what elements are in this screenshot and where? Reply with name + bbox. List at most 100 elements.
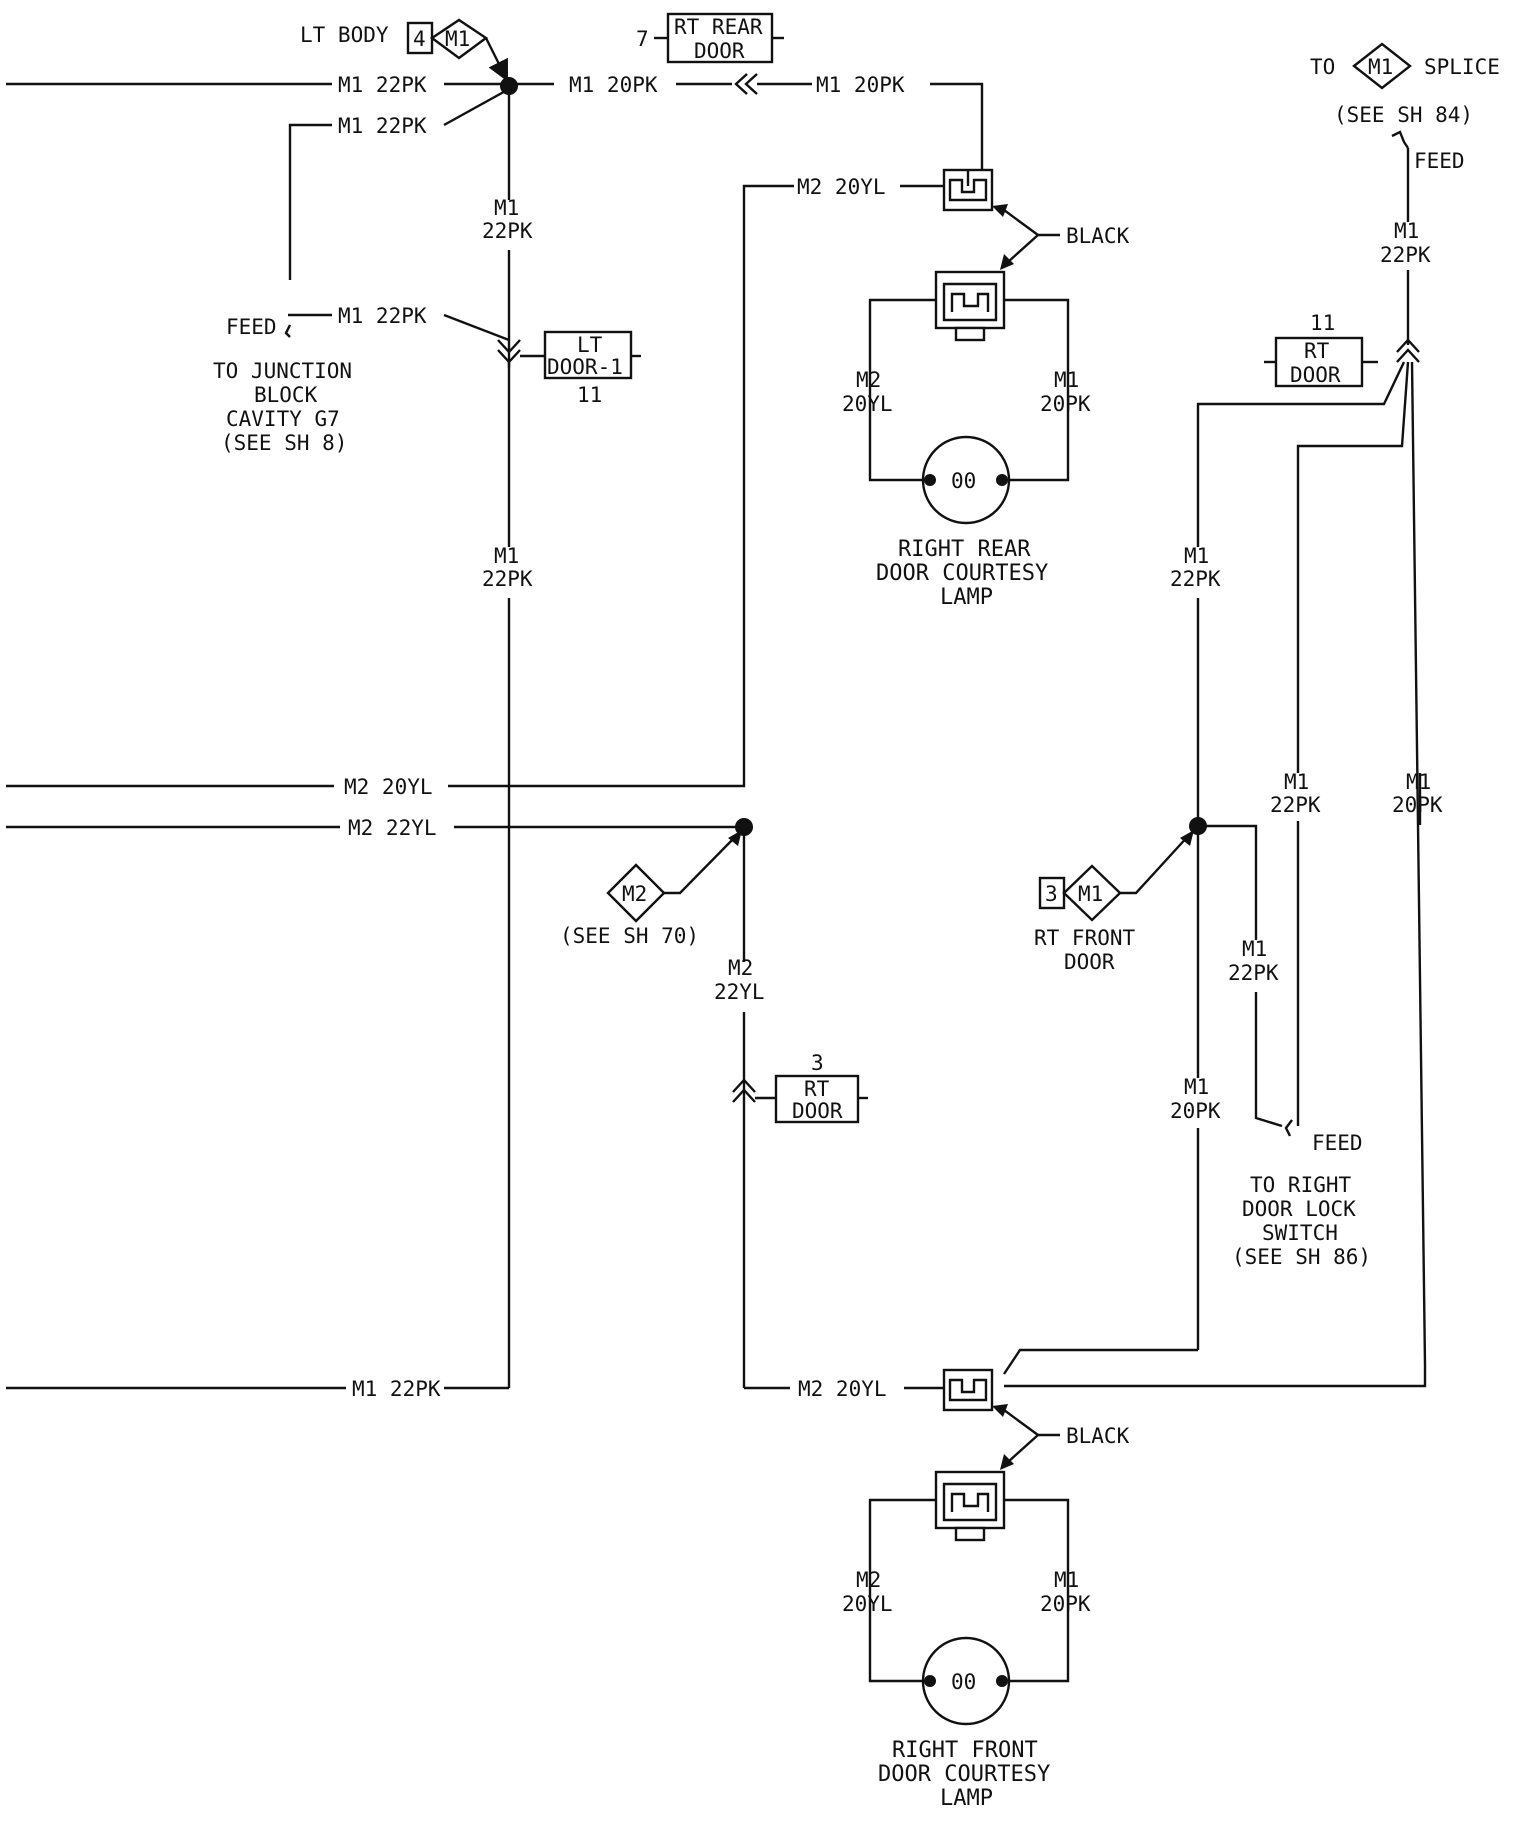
rt-rear-door-wiring: M1 20PK M1 20PK M2 20YL [516,73,984,199]
trunk-label-2a: M1 [494,544,519,568]
front-feed-label-a: M1 [1184,1075,1209,1099]
to-splice-id: M1 [1368,55,1393,79]
wire-label-m2-20yl-rear: M2 20YL [797,175,886,199]
splice-dot-lt-body [500,77,518,95]
trunk-label-1a: M1 [494,196,519,220]
m2-splice: M2 (SEE SH 70) [560,830,742,948]
rt-front-line-1: RT FRONT [1034,926,1136,950]
rear-lamp-line-1: RIGHT REAR [898,537,1031,562]
rear-lamp-connector: BLACK [942,168,1130,270]
front-lamp-20pk: 20PK [1040,1592,1091,1616]
rt-front-num: 3 [1045,882,1058,906]
rt-door-mid-line-1: RT [804,1077,830,1101]
rear-lamp-20yl: 20YL [842,392,893,416]
rt-door-mid-line-2: DOOR [792,1099,843,1123]
black-label-front: BLACK [1066,1424,1130,1448]
lt-door-line-2: DOOR-1 [547,355,623,379]
wire-label-m2-20yl-front: M2 20YL [798,1377,887,1401]
lock-switch-feed: FEED TO RIGHT DOOR LOCK SWITCH (SEE SH 8… [1232,1119,1371,1269]
junction-line-3: CAVITY G7 [226,407,340,431]
far-right-label-b: 20PK [1392,793,1443,817]
rear-lamp-line-3: LAMP [940,585,993,610]
m2-splice-id: M2 [622,882,647,906]
rear-lamp-bulb [921,435,1011,525]
see-sh84: (SEE SH 84) [1334,103,1473,127]
right-top-label-a: M1 [1394,219,1419,243]
rt-door-mid-connector: 3 RT DOOR [732,1051,868,1124]
wire-label-m2-22yl-left: M2 22YL [348,816,437,840]
front-lamp-m1: M1 [1054,1568,1079,1592]
junction-line-4: (SEE SH 8) [221,431,347,455]
rt-rear-line-2: DOOR [694,39,745,63]
lt-door-pin: 11 [577,383,602,407]
lock-line-2: DOOR LOCK [1242,1197,1356,1221]
front-lamp-m2: M2 [856,1568,881,1592]
rear-lamp-20pk: 20PK [1040,392,1091,416]
junction-branch-label-a: M1 [1242,937,1267,961]
rear-lamp-m1: M1 [1054,368,1079,392]
front-lamp-line-3: LAMP [940,1786,993,1811]
feed-label-top: FEED [1414,149,1465,173]
lock-branch-label-b: 22PK [1270,793,1321,817]
right-top-label-b: 22PK [1380,243,1431,267]
rt-front-line-2: DOOR [1064,950,1115,974]
rt-rear-door-pin: 7 [636,27,649,51]
rear-lamp-m2: M2 [856,368,881,392]
rt-door-top-pin: 11 [1310,311,1335,335]
to-label: TO [1310,55,1335,79]
junction-line-1: TO JUNCTION [213,359,352,383]
front-lamp-line-1: RIGHT FRONT [892,1738,1038,1763]
rt-front-id: M1 [1078,882,1103,906]
wire-label-to-lt-door: M1 22PK [338,304,427,328]
junction-feed: FEED TO JUNCTION BLOCK CAVITY G7 (SEE SH… [213,315,352,455]
trunk-label-2b: 22PK [482,567,533,591]
wire-label-top-left: M1 22PK [338,73,427,97]
far-right-label-a: M1 [1406,770,1431,794]
rt-rear-line-1: RT REAR [674,15,763,39]
splice-label: SPLICE [1424,55,1500,79]
front-feed-label-b: 20PK [1170,1099,1221,1123]
wire-label-m2-20yl-left: M2 20YL [344,775,433,799]
rt-door-top-line-2: DOOR [1290,363,1341,387]
front-lamp-bulb [921,1636,1011,1726]
rt-door-top-line-1: RT [1304,339,1330,363]
lt-door-line-1: LT [577,333,603,357]
wire-label-bottom-left: M1 22PK [352,1377,441,1401]
wire-label-second-left: M1 22PK [338,114,427,138]
right-trunk-label-a: M1 [1184,544,1209,568]
lt-door-connector: LT DOOR-1 11 [497,330,641,407]
lt-body-id: M1 [445,27,470,51]
rt-door-mid-pin: 3 [811,1051,824,1075]
see-sh70: (SEE SH 70) [560,924,699,948]
junction-feed-label: FEED [226,315,277,339]
lock-branch-label-a: M1 [1284,770,1309,794]
to-m1-splice: TO M1 SPLICE (SEE SH 84) FEED [1310,42,1500,173]
m2-vertical-label-a: M2 [728,956,753,980]
wire-label-m1-20pk-a: M1 20PK [569,73,658,97]
front-lamp-filament: 00 [951,1670,976,1694]
rt-rear-door-connector: 7 RT REAR DOOR [636,12,784,64]
lock-line-1: TO RIGHT [1250,1173,1352,1197]
left-wiring [6,77,944,1390]
rear-lamp-socket: M2 20YL M1 20PK 00 [842,270,1091,525]
right-trunk-label-b: 22PK [1170,567,1221,591]
trunk-label-1b: 22PK [482,219,533,243]
lt-body-num: 4 [413,27,426,51]
front-lamp-20yl: 20YL [842,1592,893,1616]
m2-vertical-label-b: 22YL [714,980,765,1004]
wire-label-m1-20pk-b: M1 20PK [816,73,905,97]
rear-lamp-filament: 00 [951,469,976,493]
front-lamp-line-2: DOOR COURTESY [878,1762,1050,1787]
lock-line-4: (SEE SH 86) [1232,1245,1371,1269]
rear-lamp-line-2: DOOR COURTESY [876,561,1048,586]
rt-front-door-splice: 3 M1 RT FRONT DOOR [1034,830,1194,974]
lock-line-3: SWITCH [1262,1221,1338,1245]
front-lamp-connector: BLACK [942,1368,1130,1470]
black-label-rear: BLACK [1066,224,1130,248]
lock-feed-label: FEED [1312,1131,1363,1155]
lt-body-label: LT BODY [300,23,389,47]
rt-door-top-connector: 11 RT DOOR [1264,311,1378,388]
lt-body-splice: LT BODY 4 M1 [300,18,509,82]
junction-line-2: BLOCK [254,383,318,407]
